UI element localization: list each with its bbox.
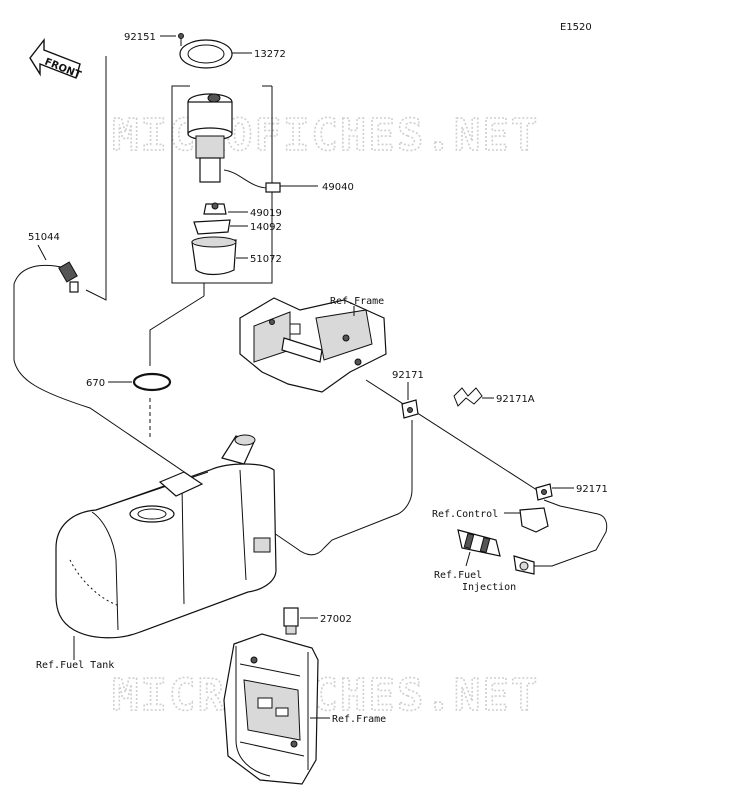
ref-frame-bottom: Ref.Frame (332, 714, 386, 725)
callout-92171-lower: 92171 (576, 484, 608, 495)
assembly-bracket (171, 85, 273, 284)
clip-92171A (453, 387, 483, 407)
screw-92151 (178, 33, 184, 46)
watermark-bottom: MICROFICHES.NET (112, 670, 539, 721)
ref-fuel-line2: Injection (462, 582, 516, 593)
callout-670: 670 (86, 378, 105, 389)
clamp-92171-lower (535, 483, 553, 501)
front-arrow-icon: FRONT (29, 37, 83, 81)
callout-14092: 14092 (250, 222, 282, 233)
frame-lower (223, 633, 319, 785)
ref-fuel-line1: Ref.Fuel (434, 570, 482, 581)
o-ring-670 (132, 372, 172, 392)
plate-14092 (193, 219, 231, 235)
hose-51044 (13, 261, 297, 549)
ref-control: Ref.Control (432, 509, 498, 520)
injection-hose (530, 499, 608, 567)
control-bracket (519, 507, 549, 533)
watermark-top: MICROFICHES.NET (112, 110, 539, 161)
callout-51044: 51044 (28, 232, 60, 243)
callout-51072: 51072 (250, 254, 282, 265)
clamp-92171-upper (401, 399, 419, 419)
callout-13272: 13272 (254, 49, 286, 60)
ref-fuel-tank: Ref.Fuel Tank (36, 660, 114, 671)
filter-49019 (203, 202, 227, 215)
callout-49040: 49040 (322, 182, 354, 193)
fuel-tank (55, 434, 277, 639)
relay-27002 (283, 607, 299, 635)
cup-51072 (191, 236, 237, 276)
fuel-injector (457, 529, 535, 575)
callout-92171-upper: 92171 (392, 370, 424, 381)
callout-92151: 92151 (124, 32, 156, 43)
leader-92171 (365, 379, 541, 493)
ref-frame-top: Ref.Frame (330, 296, 384, 307)
gasket-13272 (179, 39, 233, 69)
frame-upper (239, 297, 387, 393)
callout-49019: 49019 (250, 208, 282, 219)
fuel-line (295, 420, 413, 556)
diagram-code: E1520 (560, 22, 592, 33)
leader-51044 (85, 56, 107, 301)
fuel-pump-49040 (187, 93, 281, 193)
callout-27002: 27002 (320, 614, 352, 625)
callout-92171A: 92171A (496, 394, 535, 405)
